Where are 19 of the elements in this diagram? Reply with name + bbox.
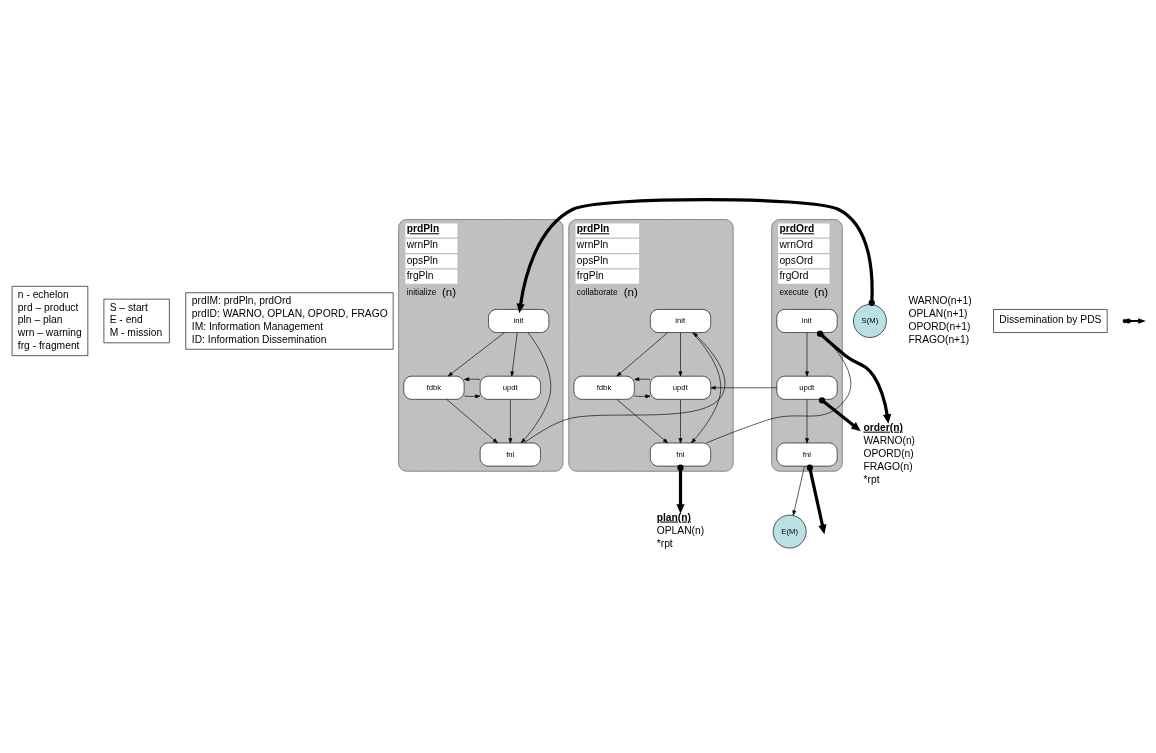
node-label: wrnPln <box>406 239 439 251</box>
node-label: opsOrd <box>779 254 814 266</box>
node-label: wrnOrd <box>779 239 814 251</box>
node-text: order(n) WARNO(n) OPORD(n) FRAGO(n) *rpt <box>863 421 916 485</box>
node-label: prdPln <box>576 223 610 235</box>
label: OPLAN(n+1) <box>908 308 968 319</box>
label: FRAGO(n+1) <box>908 333 970 345</box>
node-label: frgPln <box>576 270 604 282</box>
node-label: prdOrd <box>779 223 815 235</box>
node-label: opsPln <box>406 254 439 266</box>
label: WARNO(n+1) <box>908 295 972 307</box>
label: OPORD(n+1) <box>908 320 971 332</box>
node-text: plan(n) OPLAN(n) *rpt <box>656 511 705 549</box>
node-label: frgOrd <box>779 270 809 282</box>
node-label: opsPln <box>576 254 609 266</box>
node-label: prdPln <box>406 223 440 235</box>
node-label: frgPln <box>406 270 434 282</box>
node-label: wrnPln <box>576 239 609 251</box>
legend-label: Dissemination by PDS <box>999 314 1102 326</box>
